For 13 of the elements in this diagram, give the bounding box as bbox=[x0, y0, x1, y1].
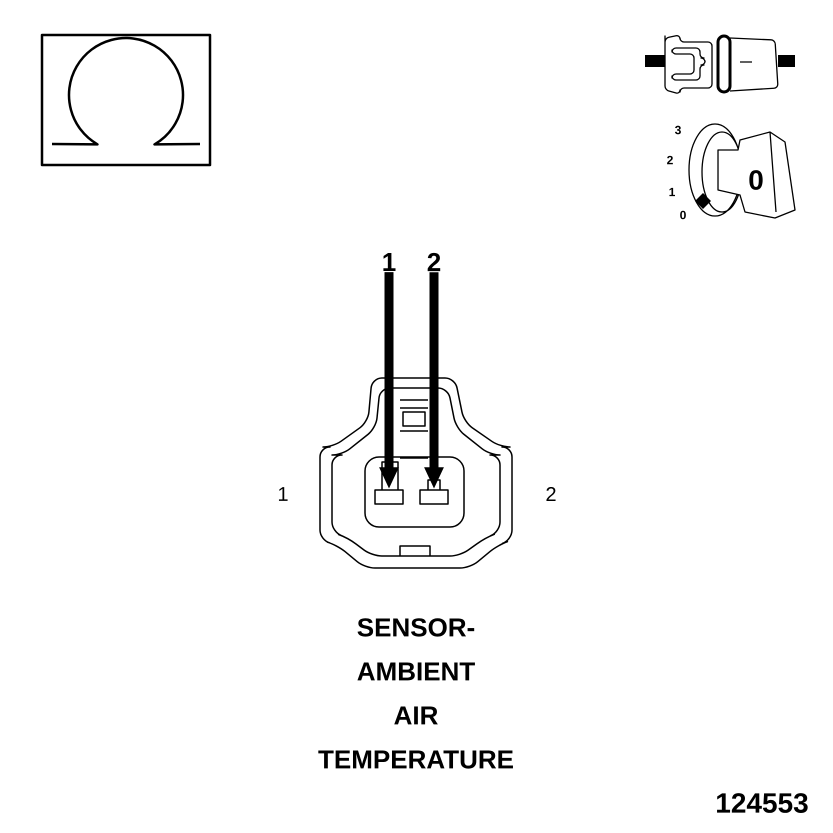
pin-position-number: 0 bbox=[680, 210, 686, 220]
pin-position-number: 3 bbox=[674, 126, 681, 134]
cavity-number: 1 bbox=[278, 487, 288, 501]
pin-position-number: 1 bbox=[669, 188, 675, 196]
pin-position-number: 2 bbox=[667, 156, 673, 164]
cavity-number: 2 bbox=[546, 487, 556, 501]
key-position-number: 0 bbox=[749, 170, 763, 190]
pin-number: 1 bbox=[383, 253, 396, 271]
pin-terminal bbox=[419, 489, 449, 505]
figure-number: 124553 bbox=[717, 793, 808, 813]
caption: SENSOR- AMBIENT AIR TEMPERATURE bbox=[318, 618, 513, 769]
pin-terminal bbox=[374, 489, 404, 505]
pin-number: 2 bbox=[428, 252, 440, 272]
